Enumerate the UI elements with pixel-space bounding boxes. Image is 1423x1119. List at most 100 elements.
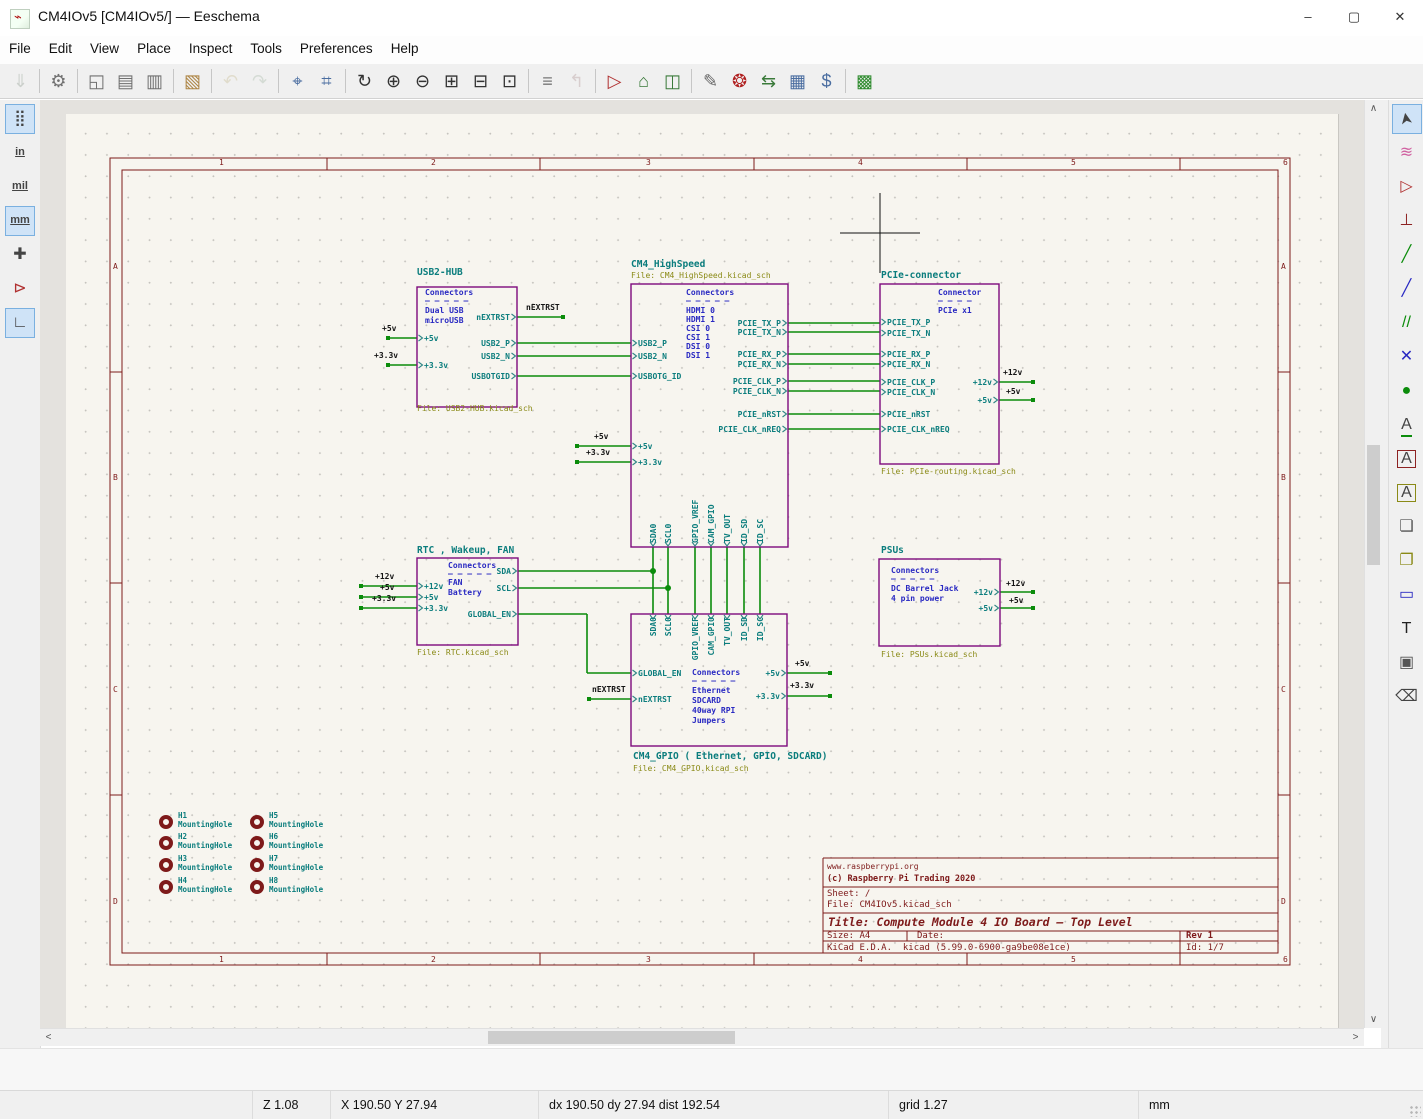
plot-button[interactable]: ▥ (140, 67, 169, 95)
pin-GLOBAL_EN[interactable]: GLOBAL_EN (638, 669, 681, 678)
pin-+5v[interactable]: +5v (638, 442, 652, 451)
symbol-library-browser-button[interactable]: ⌂ (629, 67, 658, 95)
save-button[interactable]: ⇓ (6, 67, 35, 95)
hierarchical-label-button[interactable]: A (1392, 478, 1422, 508)
pin-USBOTGID[interactable]: USBOTGID (420, 372, 510, 381)
horizontal-scroll-thumb[interactable] (488, 1031, 735, 1044)
sheet-name-cm4-gpio[interactable]: CM4_GPIO ( Ethernet, GPIO, SDCARD) (633, 751, 827, 762)
pin-ID_SD[interactable]: ID_SD (740, 519, 749, 543)
pin-PCIE_RX_P[interactable]: PCIE_RX_P (887, 350, 930, 359)
scroll-up-arrow[interactable]: ∧ (1365, 100, 1382, 117)
hole-ref-H6[interactable]: H6 (269, 832, 278, 841)
pcbnew-button[interactable]: ▩ (850, 67, 879, 95)
maximize-button[interactable]: ▢ (1331, 0, 1377, 34)
net-label-+3.3v[interactable]: +3.3v (586, 448, 610, 457)
pin-PCIE_TX_P[interactable]: PCIE_TX_P (691, 319, 781, 328)
global-label-button[interactable]: A (1392, 444, 1422, 474)
sheet-name-cm4-highspeed[interactable]: CM4_HighSpeed (631, 259, 705, 270)
pin-+3.3v[interactable]: +3.3v (690, 692, 780, 701)
pin-+3.3v[interactable]: +3.3v (424, 361, 448, 370)
zoom-objects-button[interactable]: ⊟ (466, 67, 495, 95)
net-label-+12v[interactable]: +12v (1003, 368, 1022, 377)
no-connect-flag-button[interactable]: ✕ (1392, 342, 1422, 372)
pin-+12v[interactable]: +12v (902, 378, 992, 387)
pin-nEXTRST[interactable]: nEXTRST (638, 695, 672, 704)
menu-place[interactable]: Place (128, 36, 180, 61)
zoom-selection-button[interactable]: ⊡ (495, 67, 524, 95)
pin-+5v[interactable]: +5v (903, 604, 993, 613)
pin-PCIE_RX_P[interactable]: PCIE_RX_P (691, 350, 781, 359)
pin-+3.3v[interactable]: +3.3v (638, 458, 662, 467)
pin-USB2_N[interactable]: USB2_N (420, 352, 510, 361)
hole-ref-H8[interactable]: H8 (269, 876, 278, 885)
units-inches-button[interactable]: in (5, 138, 35, 168)
pin-PCIE_TX_N[interactable]: PCIE_TX_N (691, 328, 781, 337)
pin-+5v[interactable]: +5v (690, 669, 780, 678)
select-tool-button[interactable]: ➤ (1392, 104, 1422, 134)
net-label-nEXTRST[interactable]: nEXTRST (526, 303, 560, 312)
hole-ref-H5[interactable]: H5 (269, 811, 278, 820)
annotate-button[interactable]: ✎ (696, 67, 725, 95)
erc-button[interactable]: ❂ (725, 67, 754, 95)
vertical-scrollbar[interactable]: ∧ ∨ (1364, 100, 1382, 1028)
place-symbol-button[interactable]: ▷ (1392, 172, 1422, 202)
zoom-out-button[interactable]: ⊖ (408, 67, 437, 95)
leave-sheet-button[interactable]: ↰ (562, 67, 591, 95)
import-sheet-pin-button[interactable]: ❐ (1392, 546, 1422, 576)
redo-button[interactable]: ↷ (245, 67, 274, 95)
resize-grip[interactable] (1409, 1105, 1421, 1117)
pin-TV_OUT[interactable]: TV_OUT (723, 617, 732, 646)
place-power-port-button[interactable]: ⊥ (1392, 206, 1422, 236)
place-image-button[interactable]: ▣ (1392, 648, 1422, 678)
sheet-name-pcie-connector[interactable]: PCIe-connector (881, 270, 961, 281)
pin-PCIE_nRST[interactable]: PCIE_nRST (691, 410, 781, 419)
vertical-scroll-thumb[interactable] (1367, 445, 1380, 565)
pin-USBOTG_ID[interactable]: USBOTG_ID (638, 372, 681, 381)
pin-CAM_GPIO[interactable]: CAM_GPIO (707, 504, 716, 543)
sheet-name-rtc-wakeup-fan[interactable]: RTC , Wakeup, FAN (417, 545, 514, 556)
print-button[interactable]: ▤ (111, 67, 140, 95)
minimize-button[interactable]: – (1285, 0, 1331, 34)
horizontal-scrollbar[interactable]: < > (40, 1028, 1364, 1046)
schematic-setup-button[interactable]: ⚙ (44, 67, 73, 95)
refresh-button[interactable]: ↻ (350, 67, 379, 95)
pin-SDA[interactable]: SDA (421, 567, 511, 576)
pin-+12v[interactable]: +12v (903, 588, 993, 597)
pin-+5v[interactable]: +5v (424, 593, 438, 602)
grid-toggle-button[interactable]: ⣿ (5, 104, 35, 134)
menu-view[interactable]: View (81, 36, 128, 61)
pin-PCIE_CLK_nREQ[interactable]: PCIE_CLK_nREQ (887, 425, 950, 434)
pin-ID_SC[interactable]: ID_SC (756, 617, 765, 641)
pin-SDA0[interactable]: SDA0 (649, 617, 658, 636)
pin-CAM_GPIO[interactable]: CAM_GPIO (707, 617, 716, 656)
net-label-+5v[interactable]: +5v (594, 432, 608, 441)
wire-to-bus-entry-button[interactable]: // (1392, 308, 1422, 338)
place-text-button[interactable]: T (1392, 614, 1422, 644)
pin-USB2_P[interactable]: USB2_P (420, 339, 510, 348)
pin-PCIE_TX_N[interactable]: PCIE_TX_N (887, 329, 930, 338)
cursor-shape-button[interactable]: ✚ (5, 240, 35, 270)
pin-GLOBAL_EN[interactable]: GLOBAL_EN (421, 610, 511, 619)
symbol-editor-button[interactable]: ▷ (600, 67, 629, 95)
menu-tools[interactable]: Tools (241, 36, 291, 61)
delete-tool-button[interactable]: ⌫ (1392, 682, 1422, 712)
place-wire-button[interactable]: ╱ (1392, 240, 1422, 270)
pin-SDA0[interactable]: SDA0 (649, 524, 658, 543)
scroll-left-arrow[interactable]: < (40, 1029, 57, 1046)
pin-ID_SC[interactable]: ID_SC (756, 519, 765, 543)
net-label-+3.3v[interactable]: +3.3v (790, 681, 814, 690)
pin-GPIO_VREF[interactable]: GPIO_VREF (691, 617, 700, 660)
hierarchy-navigator-button[interactable]: ≡ (533, 67, 562, 95)
menu-preferences[interactable]: Preferences (291, 36, 382, 61)
sheet-name-psus[interactable]: PSUs (881, 545, 904, 556)
pin-nEXTRST[interactable]: nEXTRST (420, 313, 510, 322)
hole-ref-H7[interactable]: H7 (269, 854, 278, 863)
pin-ID_SD[interactable]: ID_SD (740, 617, 749, 641)
net-label-button[interactable]: A (1392, 410, 1422, 440)
graphic-shapes-button[interactable]: ▭ (1392, 580, 1422, 610)
pin-PCIE_CLK_nREQ[interactable]: PCIE_CLK_nREQ (691, 425, 781, 434)
pin-SCL0[interactable]: SCL0 (664, 524, 673, 543)
pin-SCL0[interactable]: SCL0 (664, 617, 673, 636)
find-replace-button[interactable]: ⌗ (312, 67, 341, 95)
pin-SCL[interactable]: SCL (421, 584, 511, 593)
